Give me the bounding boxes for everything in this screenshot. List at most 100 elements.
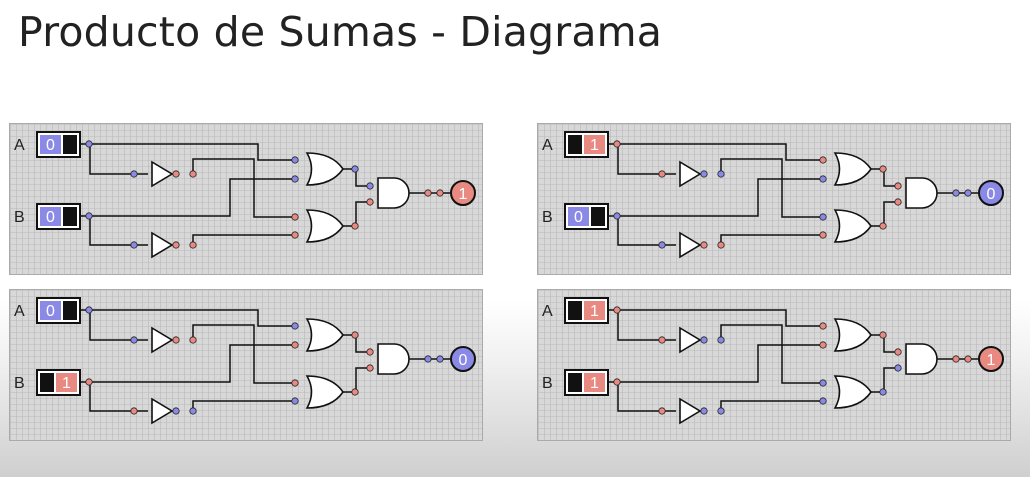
pin-not-b-in <box>658 241 666 249</box>
wire-b-to-or1 <box>81 344 295 383</box>
pin-and-in2 <box>366 198 374 206</box>
pin-not-b-in <box>130 407 138 415</box>
not-gate-b <box>151 397 174 425</box>
wire-a-to-or1 <box>81 309 295 327</box>
input-label-b: B <box>542 209 553 226</box>
pin-and-in2 <box>894 364 902 372</box>
pin-and-out <box>952 189 960 197</box>
wire-or1-to-and <box>340 334 370 353</box>
switch-knob <box>63 135 77 154</box>
pin-or2-in1 <box>819 213 827 221</box>
output-led <box>978 180 1004 206</box>
pin-or2-in2 <box>291 231 299 239</box>
pin-and-out <box>424 355 432 363</box>
pin-or1-in2 <box>819 341 827 349</box>
input-label-a: A <box>542 303 553 320</box>
wire-or1-to-and <box>868 168 898 187</box>
wire-a-to-not-a <box>617 310 676 341</box>
switch-state-fill <box>568 207 589 226</box>
pin-not-b-in <box>130 241 138 249</box>
wire-b-to-or1 <box>609 178 823 217</box>
page-title: Producto de Sumas - Diagrama <box>18 8 663 56</box>
pin-or2-out <box>879 388 887 396</box>
input-value-a: 0 <box>46 137 55 154</box>
input-label-a: A <box>14 303 25 320</box>
pin-not-a-bubble <box>700 336 708 344</box>
or-gate-2 <box>305 375 344 409</box>
wire-or1-to-and <box>340 168 370 187</box>
pin-not-a-out <box>189 336 197 344</box>
pin-not-b-in <box>658 407 666 415</box>
or-gate-2 <box>305 209 344 243</box>
pin-not-a-bubble <box>700 170 708 178</box>
pin-led-in <box>436 355 444 363</box>
wire-not-a-to-or2 <box>720 158 823 218</box>
pin-or2-in2 <box>819 397 827 405</box>
and-gate <box>377 343 410 375</box>
switch-state-fill <box>584 301 605 320</box>
input-label-b: B <box>14 375 25 392</box>
grid-lines <box>538 290 1010 440</box>
pin-not-b-out <box>717 241 725 249</box>
or-gate-1 <box>305 152 344 186</box>
not-gate-a <box>151 160 174 188</box>
pin-not-a-out <box>189 170 197 178</box>
circuit-panel-3: 0 A 1 B 0 <box>9 289 483 441</box>
pin-not-b-out <box>717 407 725 415</box>
pin-a-out <box>85 140 93 148</box>
output-value: 0 <box>459 352 468 369</box>
pin-or2-in1 <box>291 379 299 387</box>
wire-or1-to-and <box>868 334 898 353</box>
pin-not-a-bubble <box>172 336 180 344</box>
pin-not-b-bubble <box>700 241 708 249</box>
pin-b-out <box>613 212 621 220</box>
wire-not-a-to-or2 <box>720 324 823 384</box>
pin-not-b-bubble <box>172 407 180 415</box>
wire-a-to-not-a <box>89 310 148 341</box>
wire-b-to-not-b <box>89 216 148 246</box>
pin-led-in <box>964 355 972 363</box>
wire-a-to-not-a <box>617 144 676 175</box>
or-gate-1 <box>305 318 344 352</box>
pin-or1-in1 <box>291 156 299 164</box>
pin-and-out <box>424 189 432 197</box>
pin-or2-out <box>351 222 359 230</box>
switch-knob <box>591 207 605 226</box>
wire-or2-to-and <box>340 201 370 227</box>
wire-or2-to-and <box>340 367 370 393</box>
pin-a-out <box>85 306 93 314</box>
input-value-a: 1 <box>590 137 599 154</box>
output-led <box>450 180 476 206</box>
output-value: 0 <box>987 186 996 203</box>
pin-or1-in1 <box>819 322 827 330</box>
wire-not-a-to-or2 <box>192 324 295 384</box>
pin-or2-out <box>351 388 359 396</box>
not-gate-b <box>679 397 702 425</box>
switch-state-fill <box>584 373 605 392</box>
pin-or1-in1 <box>819 156 827 164</box>
input-value-b: 0 <box>46 209 55 226</box>
switch-knob <box>63 207 77 226</box>
wire-a-to-or1 <box>609 143 823 161</box>
or-gate-2 <box>833 209 872 243</box>
pin-led-in <box>964 189 972 197</box>
not-gate-a <box>679 326 702 354</box>
pin-or2-in1 <box>819 379 827 387</box>
input-value-b: 1 <box>62 375 71 392</box>
wire-b-to-or1 <box>609 344 823 383</box>
wire-b-to-not-b <box>617 216 676 246</box>
and-gate <box>905 343 938 375</box>
pin-or2-in1 <box>291 213 299 221</box>
wire-b-to-or1 <box>81 178 295 217</box>
pin-and-in1 <box>894 182 902 190</box>
not-gate-b <box>679 231 702 259</box>
output-value: 1 <box>987 352 996 369</box>
wire-a-to-or1 <box>81 143 295 161</box>
input-value-a: 0 <box>46 303 55 320</box>
pin-a-out <box>613 306 621 314</box>
input-label-b: B <box>14 209 25 226</box>
